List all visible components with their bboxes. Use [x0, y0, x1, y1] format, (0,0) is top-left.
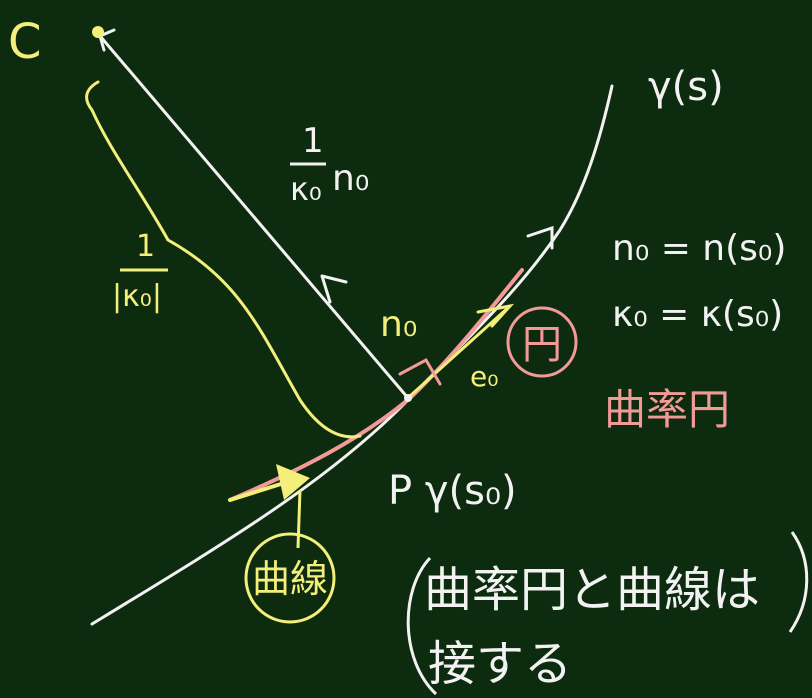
- note-line-2: 接する: [428, 636, 572, 692]
- label-abs-bottom: |κ₀|: [112, 279, 162, 314]
- label-inv-kappa-vector: n₀: [332, 158, 369, 199]
- note-bracket-right: [788, 531, 809, 633]
- circle-mark-circle: [506, 306, 578, 378]
- label-curve-mark: 曲線: [252, 557, 328, 601]
- label-osculating-circle: 曲率円: [604, 385, 730, 434]
- label-circle-mark: 円: [522, 322, 562, 368]
- curve-arrow-yellow-head: [276, 464, 310, 500]
- right-angle-mark: [398, 357, 442, 386]
- label-curve-gamma: γ(s): [648, 64, 724, 110]
- label-inv-kappa-bottom: κ₀: [290, 170, 322, 208]
- label-tangent-e0: e₀: [470, 360, 498, 393]
- tangent-vector-line: [408, 304, 512, 398]
- note-line-1: 曲率円と曲線は: [424, 562, 760, 618]
- label-abs-top: 1: [136, 229, 155, 264]
- label-point-p: P γ(s₀): [388, 468, 517, 514]
- normal-arrowhead: [320, 274, 348, 304]
- label-inv-kappa-top: 1: [302, 121, 324, 161]
- curve-direction-arrow: [526, 225, 554, 250]
- point-p: [404, 394, 412, 402]
- curve-mark-leader: [296, 489, 302, 549]
- label-eq-normal: n₀ = n(s₀): [612, 228, 786, 269]
- curve-mark-circle: [244, 532, 336, 624]
- label-center-c: C: [8, 14, 42, 70]
- note-bracket-left: [406, 556, 438, 696]
- label-normal-n0: n₀: [380, 304, 417, 345]
- radius-vector-line: [98, 34, 410, 400]
- tangent-arrowhead: [476, 303, 515, 328]
- center-point: [92, 26, 104, 38]
- label-eq-curvature: κ₀ = κ(s₀): [612, 294, 783, 335]
- radius-brace: [85, 80, 362, 439]
